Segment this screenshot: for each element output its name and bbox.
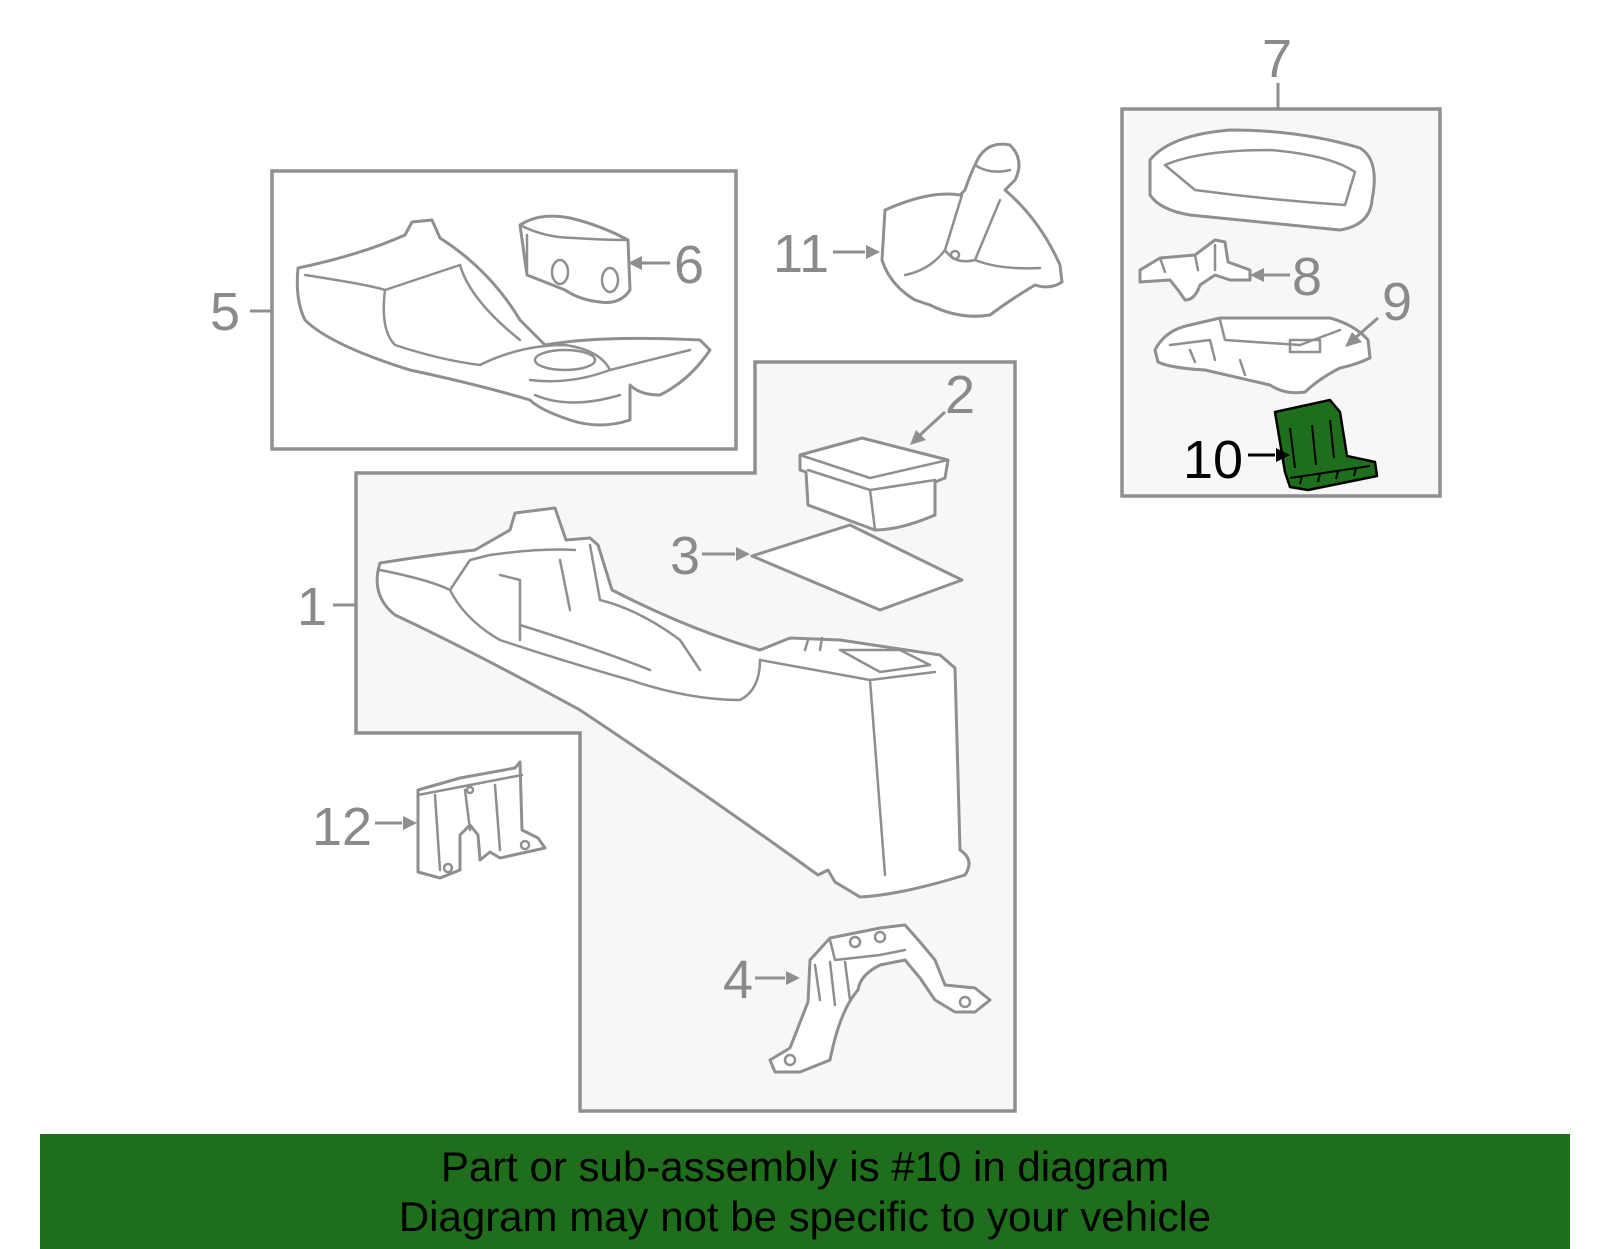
arrow-11	[833, 245, 880, 259]
banner-line-2: Diagram may not be specific to your vehi…	[398, 1193, 1212, 1240]
callout-11: 11	[773, 224, 829, 284]
callout-4: 4	[723, 950, 753, 1010]
arrow-10	[1248, 448, 1290, 462]
callout-9: 9	[1382, 272, 1412, 332]
part-9-tray[interactable]	[1153, 316, 1372, 395]
callout-12: 12	[312, 797, 372, 857]
part-6-cup-holder[interactable]	[518, 214, 632, 304]
part-11-shift-boot[interactable]	[880, 142, 1064, 318]
callout-3: 3	[670, 526, 700, 586]
arrow-6	[628, 256, 670, 270]
banner-line-1: Part or sub-assembly is #10 in diagram	[440, 1143, 1170, 1190]
callout-10: 10	[1183, 430, 1243, 490]
callout-1: 1	[297, 577, 327, 637]
arrow-3	[702, 547, 750, 561]
part-12-bracket[interactable]	[416, 760, 547, 880]
part-3-mat[interactable]	[750, 523, 964, 612]
callout-8: 8	[1292, 247, 1322, 307]
callout-2: 2	[945, 365, 975, 425]
part-10-bracket[interactable]	[1273, 398, 1379, 492]
arrow-12	[375, 816, 417, 830]
arrow-8	[1250, 268, 1290, 282]
arrow-9	[1345, 316, 1379, 347]
callout-5: 5	[210, 282, 240, 342]
arrow-2	[910, 410, 947, 445]
part-4-support-bracket[interactable]	[768, 923, 992, 1074]
arrow-4	[755, 971, 800, 985]
part-5-console-base[interactable]	[295, 218, 712, 427]
part-2-storage-bin[interactable]	[798, 436, 950, 532]
callout-7: 7	[1262, 29, 1292, 89]
info-banner: Part or sub-assembly is #10 in diagram D…	[40, 1134, 1570, 1249]
part-7-armrest-lid[interactable]	[1148, 128, 1376, 232]
callout-6: 6	[674, 235, 704, 295]
part-8-latch-bracket[interactable]	[1138, 238, 1252, 302]
part-1-console[interactable]	[375, 506, 971, 899]
